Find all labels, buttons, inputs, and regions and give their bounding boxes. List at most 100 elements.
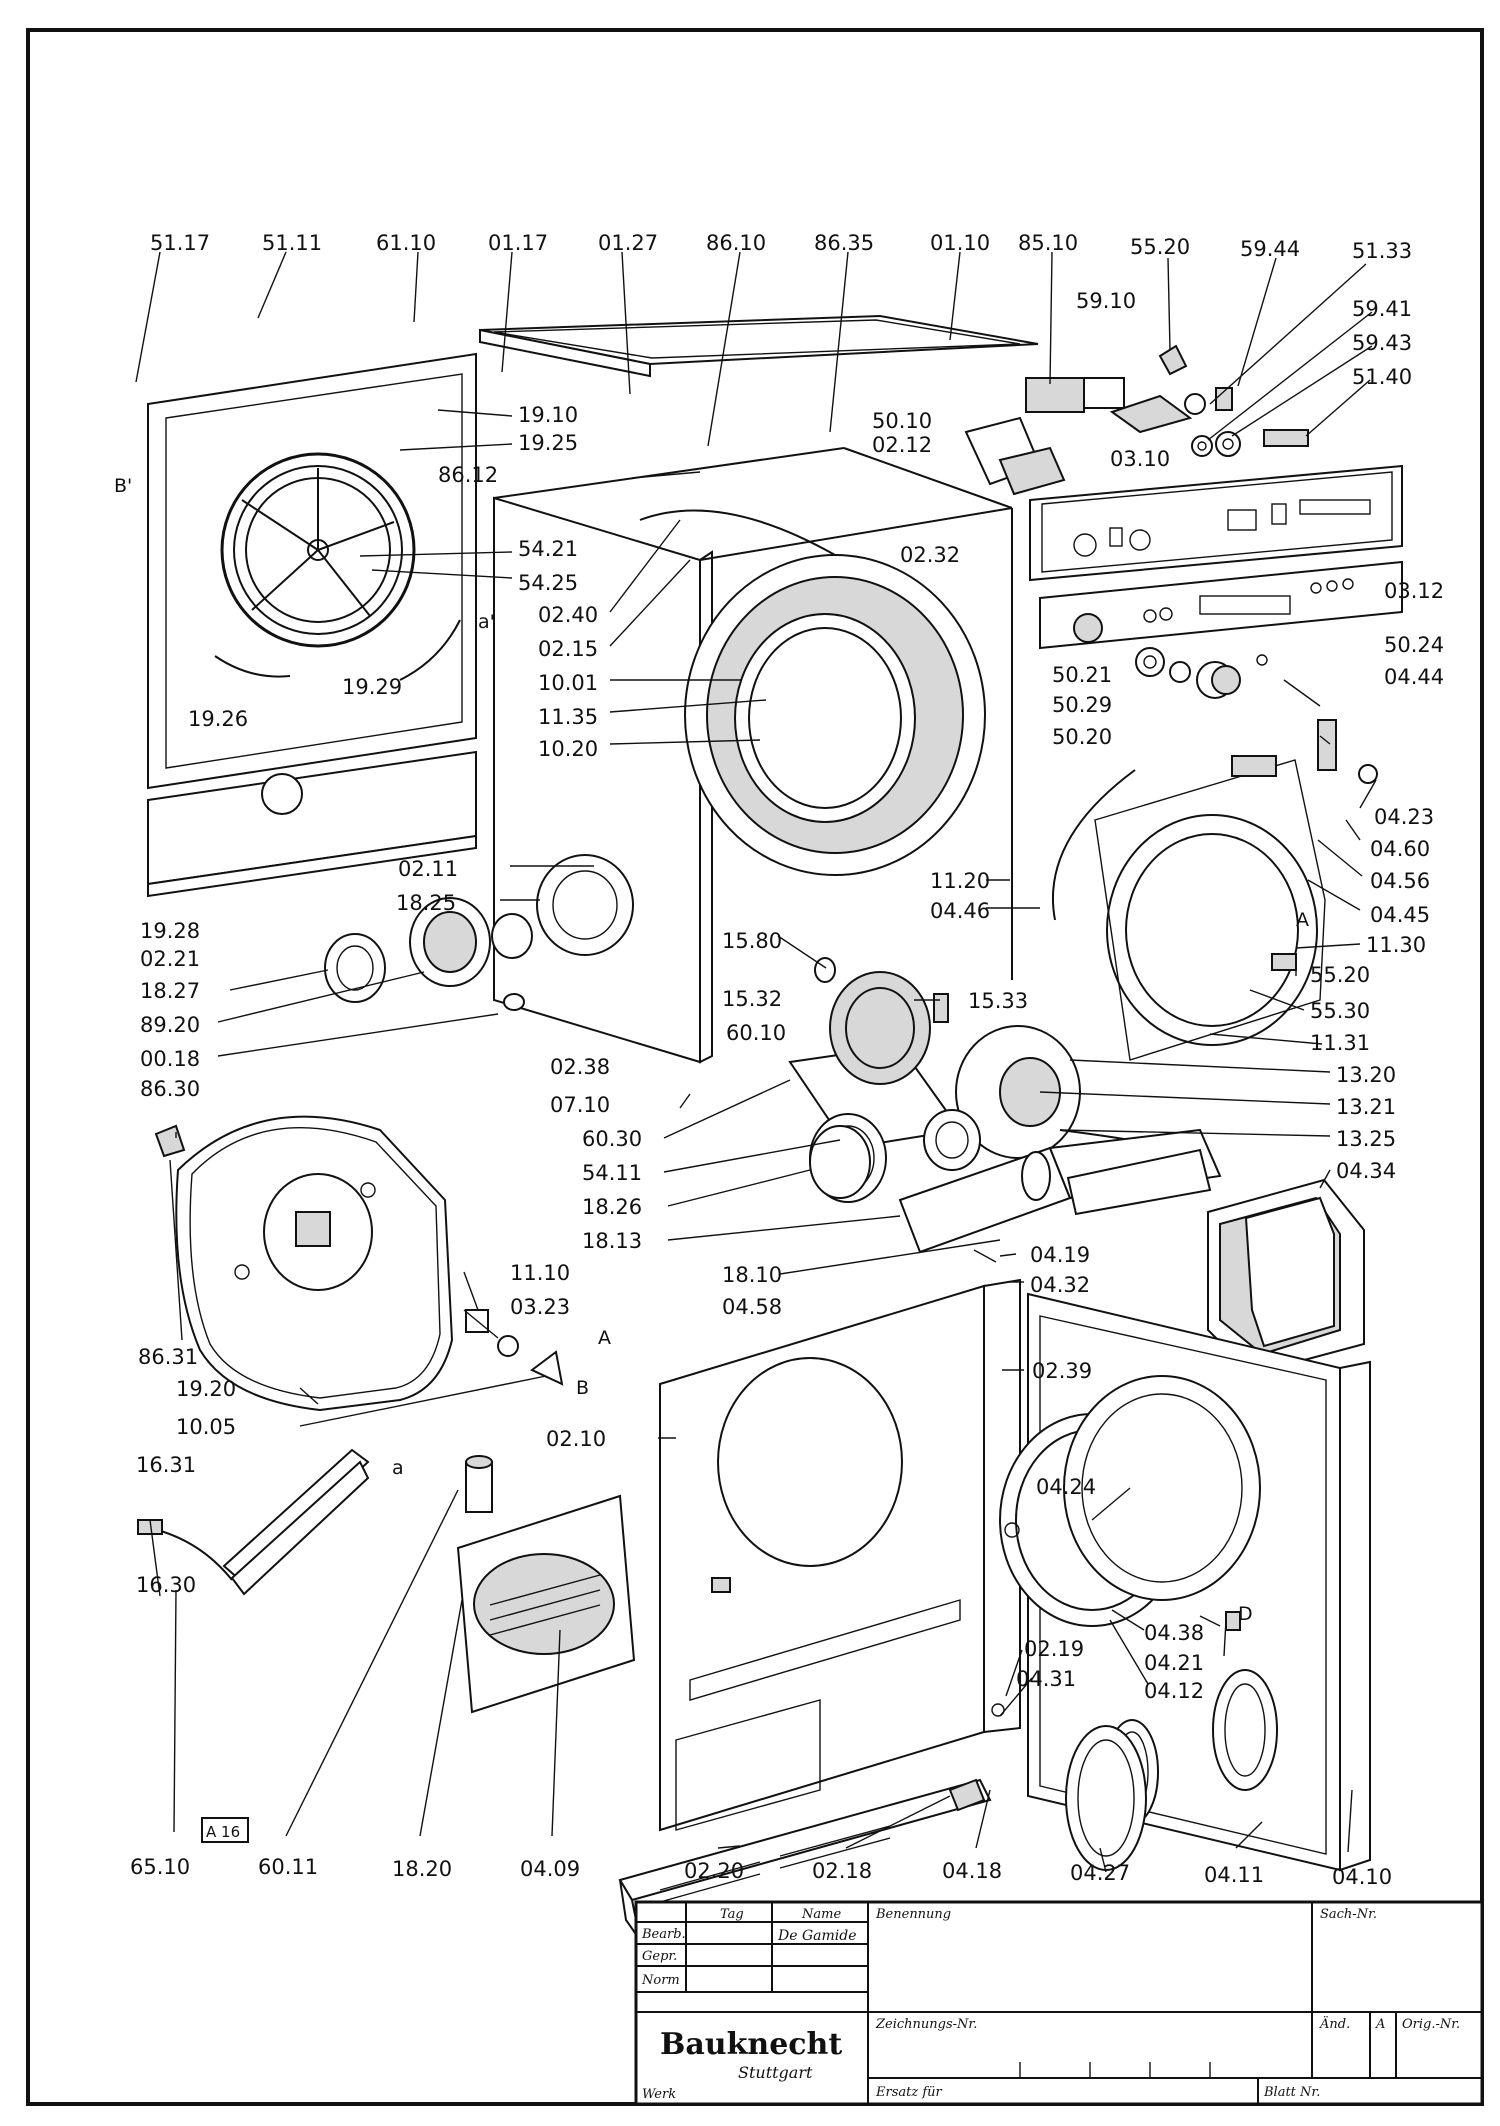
label-04-56: 04.56 [1370, 869, 1430, 893]
front-panel [618, 1278, 1021, 1941]
label-11-10: 11.10 [510, 1261, 570, 1285]
label-51-11: 51.11 [262, 231, 322, 255]
label-04-32: 04.32 [1030, 1273, 1090, 1297]
label-54-11: 54.11 [582, 1161, 642, 1185]
air-ducts [809, 1113, 1222, 1254]
tb-orig-nr: Orig.-Nr. [1402, 2017, 1460, 2032]
label-04-60: 04.60 [1370, 837, 1430, 861]
marker-a-top: A [598, 1327, 611, 1349]
label-15-80: 15.80 [722, 929, 782, 953]
label-65-10: 65.10 [130, 1855, 190, 1879]
label-50-29: 50.29 [1052, 693, 1112, 717]
sheet-reference-box: A 16 [201, 1817, 249, 1843]
label-02-40: 02.40 [538, 603, 598, 627]
label-19-10: 19.10 [518, 403, 578, 427]
label-02-20: 02.20 [684, 1859, 744, 1883]
tb-ersatz-fuer: Ersatz für [875, 2085, 943, 2100]
label-02-15: 02.15 [538, 637, 598, 661]
label-00-18: 00.18 [140, 1047, 200, 1071]
sheet-reference: A 16 [206, 1823, 240, 1841]
label-60-30: 60.30 [582, 1127, 642, 1151]
label-89-20: 89.20 [140, 1013, 200, 1037]
tb-col-tag: Tag [720, 1907, 744, 1922]
label-03-23: 03.23 [510, 1295, 570, 1319]
label-03-10: 03.10 [1110, 447, 1170, 471]
label-04-46: 04.46 [930, 899, 990, 923]
label-54-25: 54.25 [518, 571, 578, 595]
label-03-12: 03.12 [1384, 579, 1444, 603]
label-18-27: 18.27 [140, 979, 200, 1003]
label-11-30: 11.30 [1366, 933, 1426, 957]
label-86-10: 86.10 [706, 231, 766, 255]
tb-sach-nr: Sach-Nr. [1320, 1907, 1377, 1922]
label-04-09: 04.09 [520, 1857, 580, 1881]
marker-d-small: D [1238, 1603, 1253, 1625]
tb-aend-val: A [1375, 2017, 1385, 2032]
label-86-35: 86.35 [814, 231, 874, 255]
label-51-33: 51.33 [1352, 239, 1412, 263]
label-18-25: 18.25 [396, 891, 456, 915]
label-55-30: 55.30 [1310, 999, 1370, 1023]
marker-a-left: a' [478, 611, 495, 633]
label-19-28: 19.28 [140, 919, 200, 943]
label-11-31: 11.31 [1310, 1031, 1370, 1055]
label-51-17: 51.17 [150, 231, 210, 255]
knobs [1135, 647, 1268, 699]
label-02-18: 02.18 [812, 1859, 872, 1883]
label-04-21: 04.21 [1144, 1651, 1204, 1675]
label-50-20: 50.20 [1052, 725, 1112, 749]
tb-col-name: Name [801, 1907, 841, 1922]
label-60-10: 60.10 [726, 1021, 786, 1045]
leader-lines [135, 251, 1377, 1873]
marker-a-right: A [1296, 909, 1309, 931]
label-50-10: 50.10 [872, 409, 932, 433]
label-55-20-side: 55.20 [1310, 963, 1370, 987]
label-18-13: 18.13 [582, 1229, 642, 1253]
label-18-20: 18.20 [392, 1857, 452, 1881]
label-13-20: 13.20 [1336, 1063, 1396, 1087]
label-85-10: 85.10 [1018, 231, 1078, 255]
label-59-44: 59.44 [1240, 237, 1300, 261]
label-02-11: 02.11 [398, 857, 458, 881]
label-10-05: 10.05 [176, 1415, 236, 1439]
tb-brand-logo: Bauknecht [660, 2027, 842, 2062]
tb-aend: Änd. [1319, 2015, 1350, 2032]
label-02-21: 02.21 [140, 947, 200, 971]
drum-back-cover [154, 1115, 564, 1412]
control-panel [1029, 464, 1403, 650]
label-59-10: 59.10 [1076, 289, 1136, 313]
label-04-27: 04.27 [1070, 1861, 1130, 1885]
label-51-40: 51.40 [1352, 365, 1412, 389]
tb-bearb-name: De Gamide [777, 1928, 857, 1944]
tb-zeichnungs-nr: Zeichnungs-Nr. [875, 2017, 977, 2032]
label-15-33: 15.33 [968, 989, 1028, 1013]
label-54-21: 54.21 [518, 537, 578, 561]
label-04-34: 04.34 [1336, 1159, 1396, 1183]
tb-brand-city: Stuttgart [738, 2063, 813, 2082]
label-10-20: 10.20 [538, 737, 598, 761]
label-50-21: 50.21 [1052, 663, 1112, 687]
tb-row-norm: Norm [641, 1973, 680, 1988]
label-04-19: 04.19 [1030, 1243, 1090, 1267]
label-01-17: 01.17 [488, 231, 548, 255]
label-04-31: 04.31 [1016, 1667, 1076, 1691]
label-04-10: 04.10 [1332, 1865, 1392, 1889]
label-61-10: 61.10 [376, 231, 436, 255]
door-gasket [948, 1703, 1147, 1871]
label-18-10: 18.10 [722, 1263, 782, 1287]
label-11-35: 11.35 [538, 705, 598, 729]
label-13-25: 13.25 [1336, 1127, 1396, 1151]
label-04-12: 04.12 [1144, 1679, 1204, 1703]
label-02-39: 02.39 [1032, 1359, 1092, 1383]
label-86-30: 86.30 [140, 1077, 200, 1101]
marker-b-right: B [576, 1377, 589, 1399]
label-60-11: 60.11 [258, 1855, 318, 1879]
top-cover [479, 314, 1039, 378]
front-bearing-ring [1051, 719, 1378, 1061]
label-55-20-top: 55.20 [1130, 235, 1190, 259]
label-13-21: 13.21 [1336, 1095, 1396, 1119]
rear-panel [147, 352, 477, 898]
label-16-31: 16.31 [136, 1453, 196, 1477]
label-04-24: 04.24 [1036, 1475, 1096, 1499]
